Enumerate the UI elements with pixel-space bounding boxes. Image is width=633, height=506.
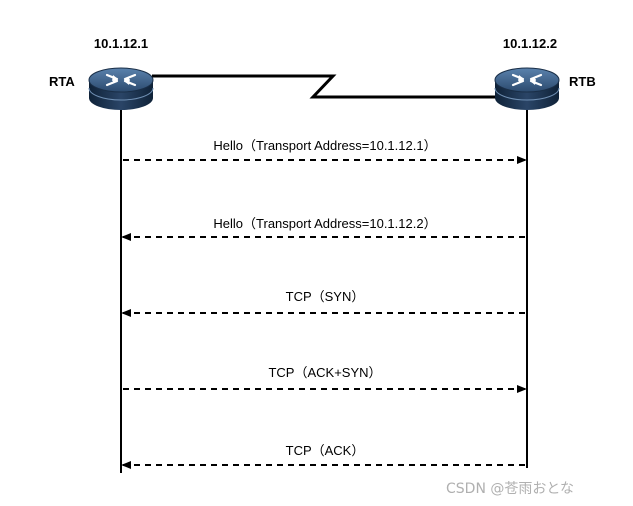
serial-link (152, 74, 497, 99)
message-label-tcp-ack: TCP（ACK） (286, 443, 365, 458)
rta-name-label: RTA (49, 74, 75, 89)
watermark: CSDN @苍雨おとな (446, 481, 574, 497)
message-label-hello-rta: Hello（Transport Address=10.1.12.1） (213, 138, 436, 153)
router-icon-rtb (494, 67, 560, 110)
rtb-name-label: RTB (569, 74, 596, 89)
message-label-hello-rtb: Hello（Transport Address=10.1.12.2） (213, 216, 436, 231)
rta-ip-label: 10.1.12.1 (94, 36, 148, 51)
message-label-tcp-ack-syn: TCP（ACK+SYN） (268, 365, 381, 380)
message-label-tcp-syn: TCP（SYN） (286, 289, 365, 304)
rtb-ip-label: 10.1.12.2 (503, 36, 557, 51)
router-icon-rta (88, 67, 154, 110)
